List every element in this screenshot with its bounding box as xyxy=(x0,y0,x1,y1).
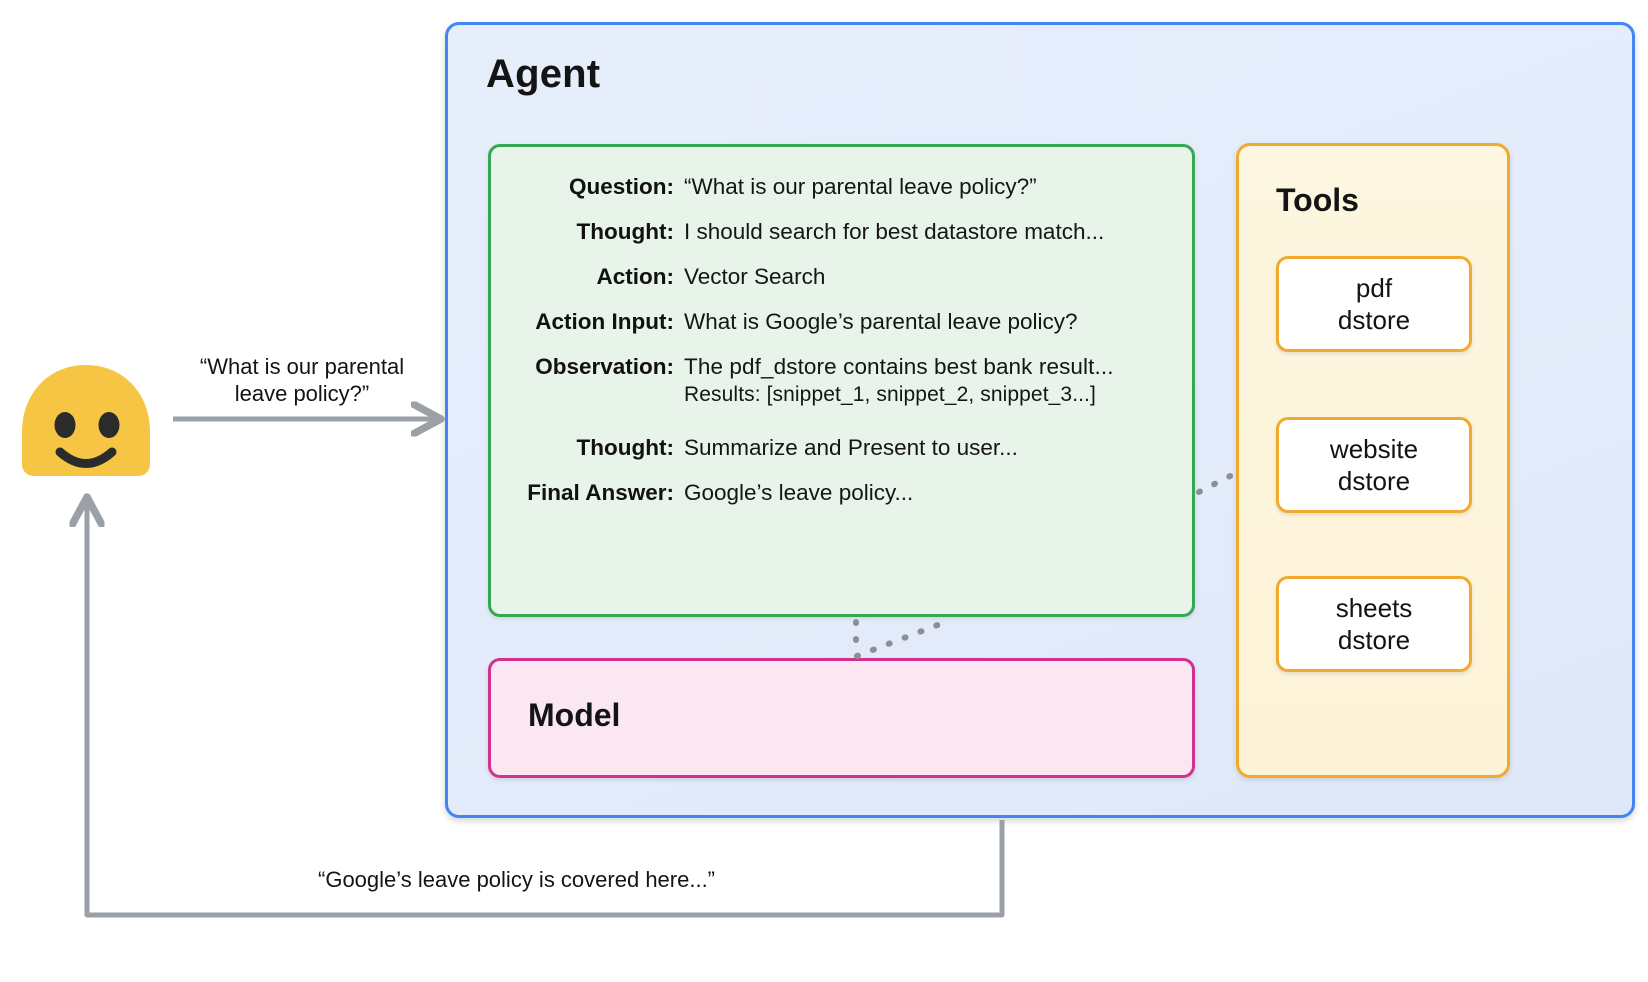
trace-label-action-input: Action Input: xyxy=(535,309,674,334)
trace-label-final-answer: Final Answer: xyxy=(527,480,674,505)
trace-value-observation-results: Results: [snippet_1, snippet_2, snippet_… xyxy=(684,383,1096,406)
tool-card-website-dstore[interactable]: website dstore xyxy=(1276,417,1472,513)
tool-card-sheets-dstore[interactable]: sheets dstore xyxy=(1276,576,1472,672)
trace-row: Action Input: What is Google’s parental … xyxy=(488,307,1195,336)
trace-label-action: Action: xyxy=(596,264,675,289)
trace-value-observation: The pdf_dstore contains best bank result… xyxy=(684,354,1114,379)
agent-trace-rows: Question: “What is our parental leave po… xyxy=(488,172,1195,523)
trace-value-action-input: What is Google’s parental leave policy? xyxy=(684,309,1078,334)
trace-row: Question: “What is our parental leave po… xyxy=(488,172,1195,201)
user-request-line-2: leave policy?” xyxy=(234,381,370,406)
tool-label: sheets dstore xyxy=(1335,593,1413,655)
trace-value-thought-2: Summarize and Present to user... xyxy=(684,435,1018,460)
tools-title: Tools xyxy=(1276,182,1359,218)
model-title: Model xyxy=(528,697,621,733)
trace-label-question: Question: xyxy=(569,174,674,199)
trace-value-question: “What is our parental leave policy?” xyxy=(684,174,1037,199)
tool-label: pdf dstore xyxy=(1337,273,1411,335)
trace-label-thought-1: Thought: xyxy=(576,219,674,244)
agent-title: Agent xyxy=(486,52,601,96)
tool-label: website dstore xyxy=(1329,434,1419,496)
trace-label-thought-2: Thought: xyxy=(576,435,674,460)
agent-response-label: “Google’s leave policy is covered here..… xyxy=(318,867,716,892)
trace-value-final-answer: Google’s leave policy... xyxy=(684,480,914,505)
trace-value-thought-1: I should search for best datastore match… xyxy=(684,219,1105,244)
tool-card-pdf-dstore[interactable]: pdf dstore xyxy=(1276,256,1472,352)
user-avatar-icon xyxy=(22,365,150,476)
trace-value-action: Vector Search xyxy=(684,264,826,289)
trace-row: Action: Vector Search xyxy=(488,262,1195,291)
trace-row: Thought: I should search for best datast… xyxy=(488,217,1195,246)
trace-row: Final Answer: Google’s leave policy... xyxy=(488,478,1195,507)
trace-row: Observation: The pdf_dstore contains bes… xyxy=(488,352,1195,409)
trace-label-observation: Observation: xyxy=(535,354,674,379)
user-request-line-1: “What is our parental xyxy=(199,354,405,379)
trace-row: Thought: Summarize and Present to user..… xyxy=(488,433,1195,462)
user-request-label: “What is our parental leave policy?” xyxy=(176,353,428,407)
